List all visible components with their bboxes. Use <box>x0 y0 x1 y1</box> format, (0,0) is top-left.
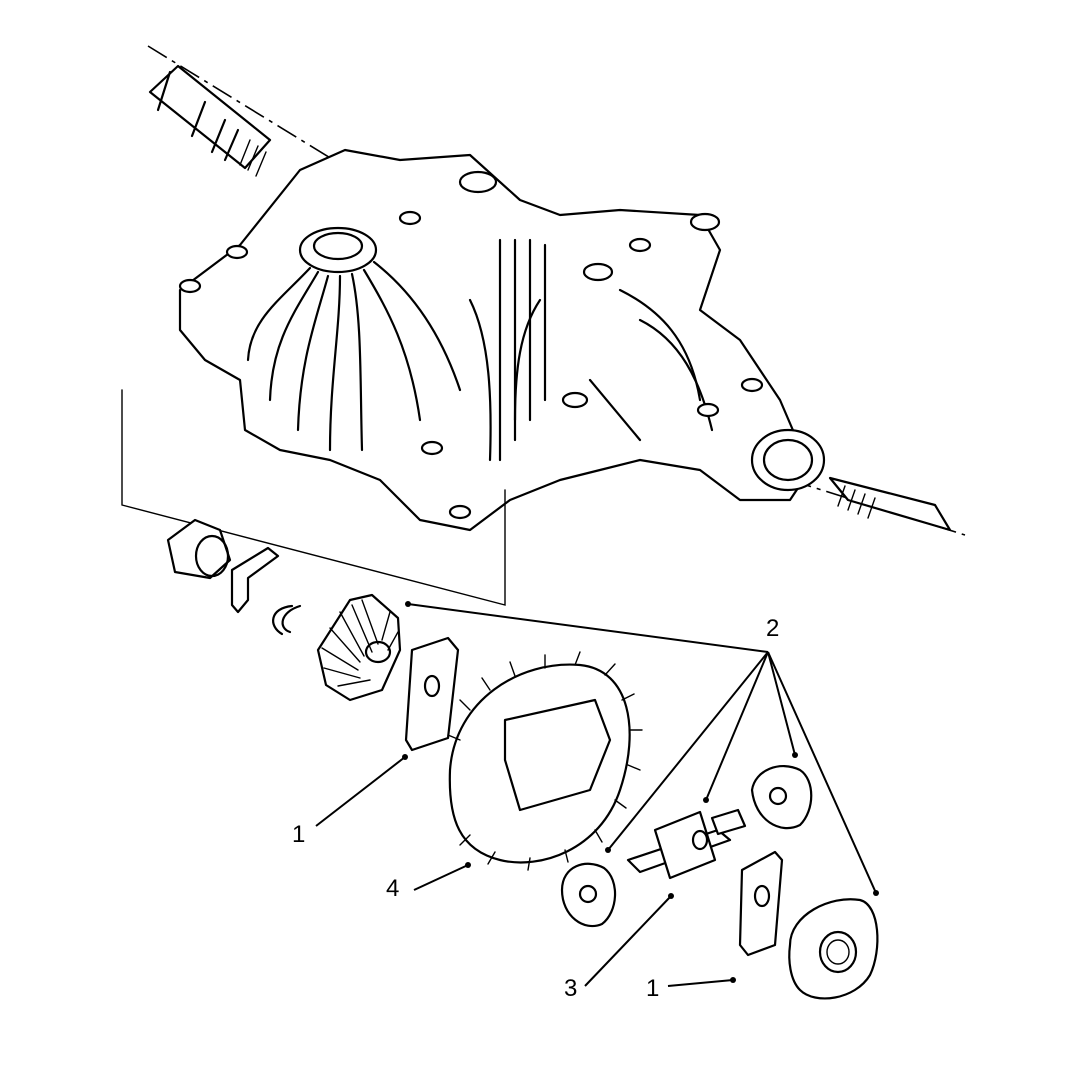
ring-gear <box>447 651 643 871</box>
right-thrust-plate <box>738 850 784 957</box>
right-side-gear <box>788 898 879 1000</box>
right-axle-shaft <box>828 476 952 532</box>
leader-lines <box>315 603 877 987</box>
thrust-washer <box>230 546 280 614</box>
leader-dots <box>402 601 879 983</box>
bracket-lines <box>121 389 506 606</box>
left-side-gear <box>316 593 402 702</box>
left-axle-shaft <box>148 64 272 177</box>
callout-3: 3 <box>564 975 577 1002</box>
callout-1-left: 1 <box>292 821 305 848</box>
transaxle-housing <box>178 148 826 532</box>
pinion-gear-upper <box>750 765 813 830</box>
callout-4: 4 <box>386 875 399 902</box>
callout-1-right: 1 <box>646 975 659 1002</box>
pinion-gear-lower <box>560 862 617 928</box>
left-thrust-plate <box>404 636 460 752</box>
callout-2: 2 <box>766 615 779 642</box>
snap-ring <box>272 604 302 636</box>
pinion-shaft <box>626 808 747 880</box>
bushing <box>166 518 232 580</box>
